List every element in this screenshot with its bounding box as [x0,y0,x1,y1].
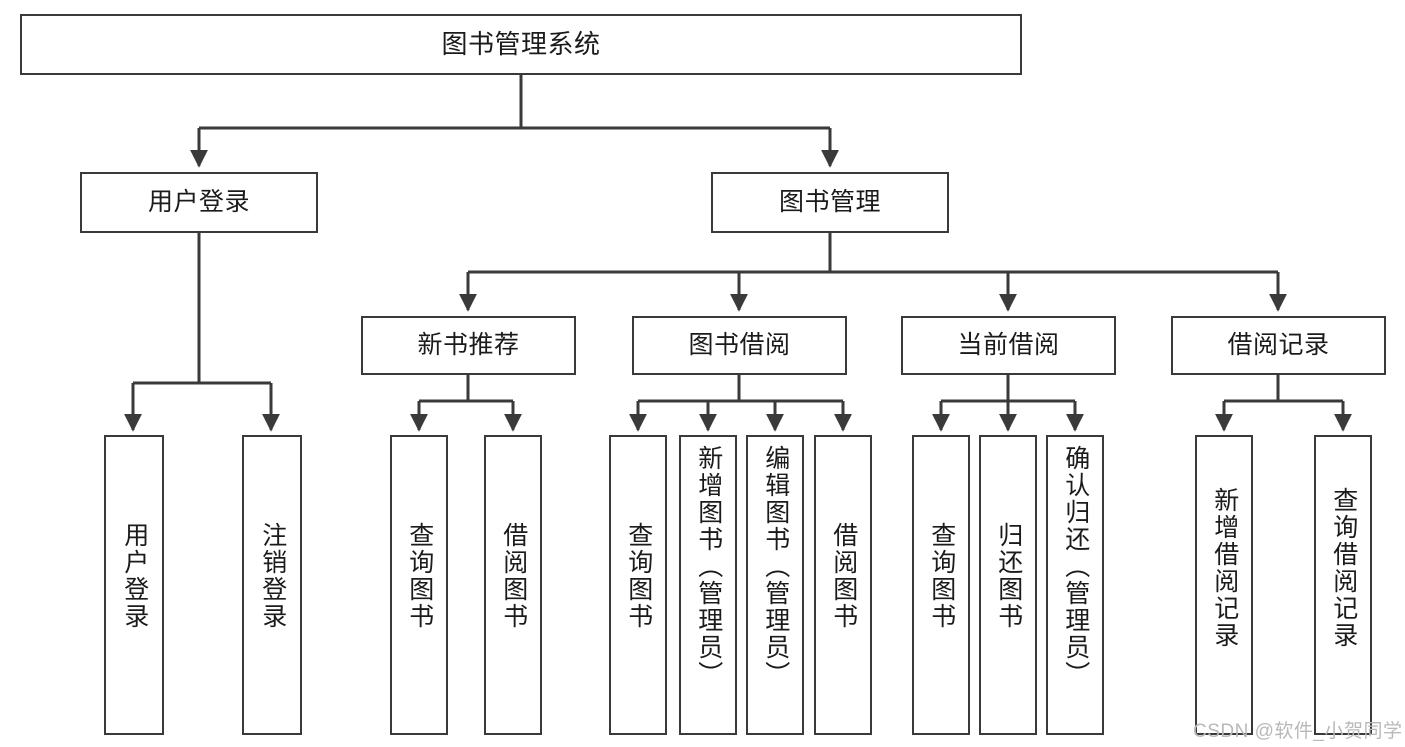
node-user-login[interactable]: 用户登录 [80,172,318,233]
leaf-record-add-record[interactable]: 新增借阅记录 [1195,435,1253,735]
node-label: 查询借阅记录 [1329,487,1358,649]
node-root-system[interactable]: 图书管理系统 [20,14,1022,75]
leaf-newbook-query-book[interactable]: 查询图书 [390,435,448,735]
node-book-management[interactable]: 图书管理 [711,172,949,233]
leaf-borrow-query-book[interactable]: 查询图书 [609,435,667,735]
node-label: 新书推荐 [417,330,520,359]
node-label: 借阅图书 [829,522,858,630]
node-label: 用户登录 [147,187,250,216]
node-label: 查询图书 [405,522,434,630]
node-label: 归还图书 [994,522,1023,630]
node-book-borrow[interactable]: 图书借阅 [632,316,847,375]
node-label: 查询图书 [624,522,653,630]
leaf-borrow-add-book-admin[interactable]: 新增图书（管理员） [679,435,737,735]
node-label: 借阅图书 [499,522,528,630]
node-label: 用户登录 [120,522,149,630]
leaf-borrow-edit-book-admin[interactable]: 编辑图书（管理员） [746,435,804,735]
node-current-borrow[interactable]: 当前借阅 [901,316,1116,375]
leaf-current-query-book[interactable]: 查询图书 [912,435,970,735]
csdn-watermark: CSDN @软件_小贺同学 [1193,721,1403,742]
node-label: 确认归还（管理员） [1061,445,1090,688]
node-label: 图书管理系统 [441,29,601,60]
node-label: 查询图书 [927,522,956,630]
leaf-newbook-borrow-book[interactable]: 借阅图书 [484,435,542,735]
node-label: 借阅记录 [1227,330,1330,359]
node-label: 当前借阅 [957,330,1060,359]
node-borrow-record[interactable]: 借阅记录 [1171,316,1386,375]
leaf-user-login-signout[interactable]: 注销登录 [242,435,302,735]
node-label: 新增图书（管理员） [694,445,723,688]
node-label: 编辑图书（管理员） [761,445,790,688]
leaf-borrow-borrow-book[interactable]: 借阅图书 [814,435,872,735]
node-label: 新增借阅记录 [1210,487,1239,649]
leaf-current-confirm-return-admin[interactable]: 确认归还（管理员） [1046,435,1104,735]
node-label: 图书借阅 [688,330,791,359]
leaf-current-return-book[interactable]: 归还图书 [979,435,1037,735]
node-label: 图书管理 [778,187,881,216]
leaf-user-login-signin[interactable]: 用户登录 [104,435,164,735]
node-new-book-recommend[interactable]: 新书推荐 [361,316,576,375]
node-label: 注销登录 [258,522,287,630]
leaf-record-query-record[interactable]: 查询借阅记录 [1314,435,1372,735]
